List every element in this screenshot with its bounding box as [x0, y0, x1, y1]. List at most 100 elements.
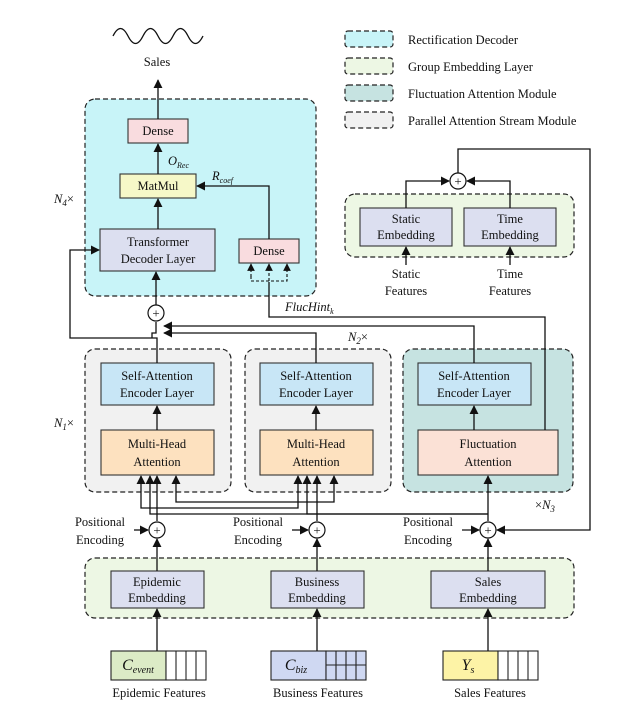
stream-1-sa-label-2: Encoder Layer — [120, 386, 195, 400]
sales-embedding-label-2: Embedding — [459, 591, 517, 605]
epi-positional-label-2: Encoding — [76, 533, 125, 547]
legend-swatch-fluctuation — [344, 84, 394, 102]
arrow-time-to-sum — [466, 176, 511, 208]
business-embedding-label-1: Business — [295, 575, 340, 589]
sales-pos-sum-node — [479, 521, 497, 539]
sales-var-label: Ys — [462, 657, 475, 676]
epi-pos-sum-symbol: + — [153, 523, 160, 538]
stream-3-repeat-label: ×N3 — [535, 498, 555, 514]
biz-branch-left — [171, 475, 317, 503]
epi-branch-up — [136, 475, 157, 509]
time-embedding-node — [463, 207, 557, 247]
epidemic-var-label: Cevent — [122, 657, 154, 676]
epidemic-embedding-label-2: Embedding — [128, 591, 186, 605]
r-coef-label: Rcoef — [211, 169, 235, 185]
static-embedding-label-2: Embedding — [377, 228, 435, 242]
stream-2-sa-label-2: Encoder Layer — [279, 386, 354, 400]
stream-1-mha-label-2: Attention — [133, 455, 181, 469]
legend-swatch-rectification — [344, 30, 394, 48]
line-stream1-to-sum — [69, 245, 158, 363]
stream-1-sa-node — [100, 362, 215, 406]
stream-3-sa-label-1: Self-Attention — [438, 369, 510, 383]
stream-1-mha-node — [100, 429, 215, 476]
epi-branch-right — [157, 475, 303, 509]
legend-label-group: Group Embedding Layer — [408, 60, 534, 74]
time-features-label-2: Features — [489, 284, 531, 298]
line-fluc-hint — [268, 282, 546, 430]
biz-pos-sum-node — [308, 521, 326, 539]
sales-embedding-label-1: Sales — [475, 575, 502, 589]
stream-2-sa-label-1: Self-Attention — [280, 369, 352, 383]
epidemic-embedding-node — [110, 570, 205, 609]
stream-1-sa-label-1: Self-Attention — [121, 369, 193, 383]
business-embedding-label-2: Embedding — [288, 591, 346, 605]
epi-pos-sum-node — [148, 521, 166, 539]
fluctuation-attention-label-1: Fluctuation — [460, 437, 518, 451]
sales-features-block: Ys — [442, 650, 539, 681]
stream-3-sa-label-2: Encoder Layer — [437, 386, 512, 400]
epidemic-embedding-label-1: Epidemic — [133, 575, 181, 589]
stream-2-mha-node — [259, 429, 374, 476]
line-stream3-to-sum — [163, 321, 475, 363]
business-features-block: Cbiz — [270, 650, 367, 681]
biz-branch-up — [317, 475, 339, 503]
matmul-node — [119, 173, 197, 199]
decoder-sum-symbol: + — [152, 306, 159, 321]
transformer-label-2: Decoder Layer — [121, 252, 196, 266]
line-stream1b-to-sum — [151, 322, 157, 338]
biz-positional-label-1: Positional — [233, 515, 284, 529]
legend-label-fluctuation: Fluctuation Attention Module — [408, 87, 557, 101]
stream-1-repeat-label: N1× — [53, 416, 74, 432]
sales-features-label: Sales Features — [454, 686, 526, 700]
epi-positional-label-1: Positional — [75, 515, 126, 529]
transformer-label-1: Transformer — [127, 235, 190, 249]
sales-pos-sum-symbol: + — [484, 523, 491, 538]
fluctuation-attention-node — [417, 429, 559, 476]
legend-swatch-parallel — [344, 111, 394, 129]
sales-branch-mid — [302, 475, 488, 515]
business-embedding-node — [270, 570, 365, 609]
static-embedding-label-1: Static — [392, 212, 421, 226]
line-stream2-to-sum — [163, 328, 317, 363]
stream-2-repeat-label: N2× — [347, 330, 368, 346]
static-features-label-2: Features — [385, 284, 427, 298]
o-rec-label: ORec — [168, 154, 189, 170]
legend: Rectification Decoder Group Embedding La… — [344, 30, 577, 129]
legend-label-rectification: Rectification Decoder — [408, 33, 519, 47]
static-features-label-1: Static — [392, 267, 421, 281]
sales-wave-icon — [112, 27, 204, 45]
time-features-label-1: Time — [497, 267, 523, 281]
time-embedding-label-2: Embedding — [481, 228, 539, 242]
line-static-sum-to-positional — [457, 148, 591, 535]
time-embedding-label-1: Time — [497, 212, 523, 226]
legend-label-parallel: Parallel Attention Stream Module — [408, 114, 577, 128]
dense-right-node — [238, 238, 300, 264]
stream-3-sa-node — [417, 362, 532, 406]
matmul-label: MatMul — [138, 179, 180, 193]
decoder-repeat-label: N4× — [53, 192, 74, 208]
arrow-dense-to-matmul — [196, 181, 270, 239]
biz-positional-label-2: Encoding — [234, 533, 283, 547]
business-var-label: Cbiz — [285, 657, 307, 676]
legend-swatch-group — [344, 57, 394, 75]
epidemic-features-block: Cevent — [110, 650, 207, 681]
sales-positional-label-2: Encoding — [404, 533, 453, 547]
epidemic-features-label: Epidemic Features — [112, 686, 206, 700]
fluctuation-attention-label-2: Attention — [464, 455, 512, 469]
sales-positional-label-1: Positional — [403, 515, 454, 529]
sales-output-label: Sales — [144, 55, 171, 69]
stream-1-mha-label-1: Multi-Head — [128, 437, 187, 451]
biz-pos-sum-symbol: + — [313, 523, 320, 538]
stream-2-mha-label-2: Attention — [292, 455, 340, 469]
fluc-hint-label: FlucHintk — [284, 300, 334, 316]
static-time-sum-symbol: + — [454, 174, 461, 189]
dense-top-node — [127, 118, 189, 144]
dense-top-label: Dense — [142, 124, 174, 138]
arrow-static-to-sum — [405, 176, 450, 208]
stream-2-sa-node — [259, 362, 374, 406]
dense-right-label: Dense — [253, 244, 285, 258]
business-features-label: Business Features — [273, 686, 363, 700]
sales-embedding-node — [430, 570, 546, 609]
stream-2-mha-label-1: Multi-Head — [287, 437, 346, 451]
